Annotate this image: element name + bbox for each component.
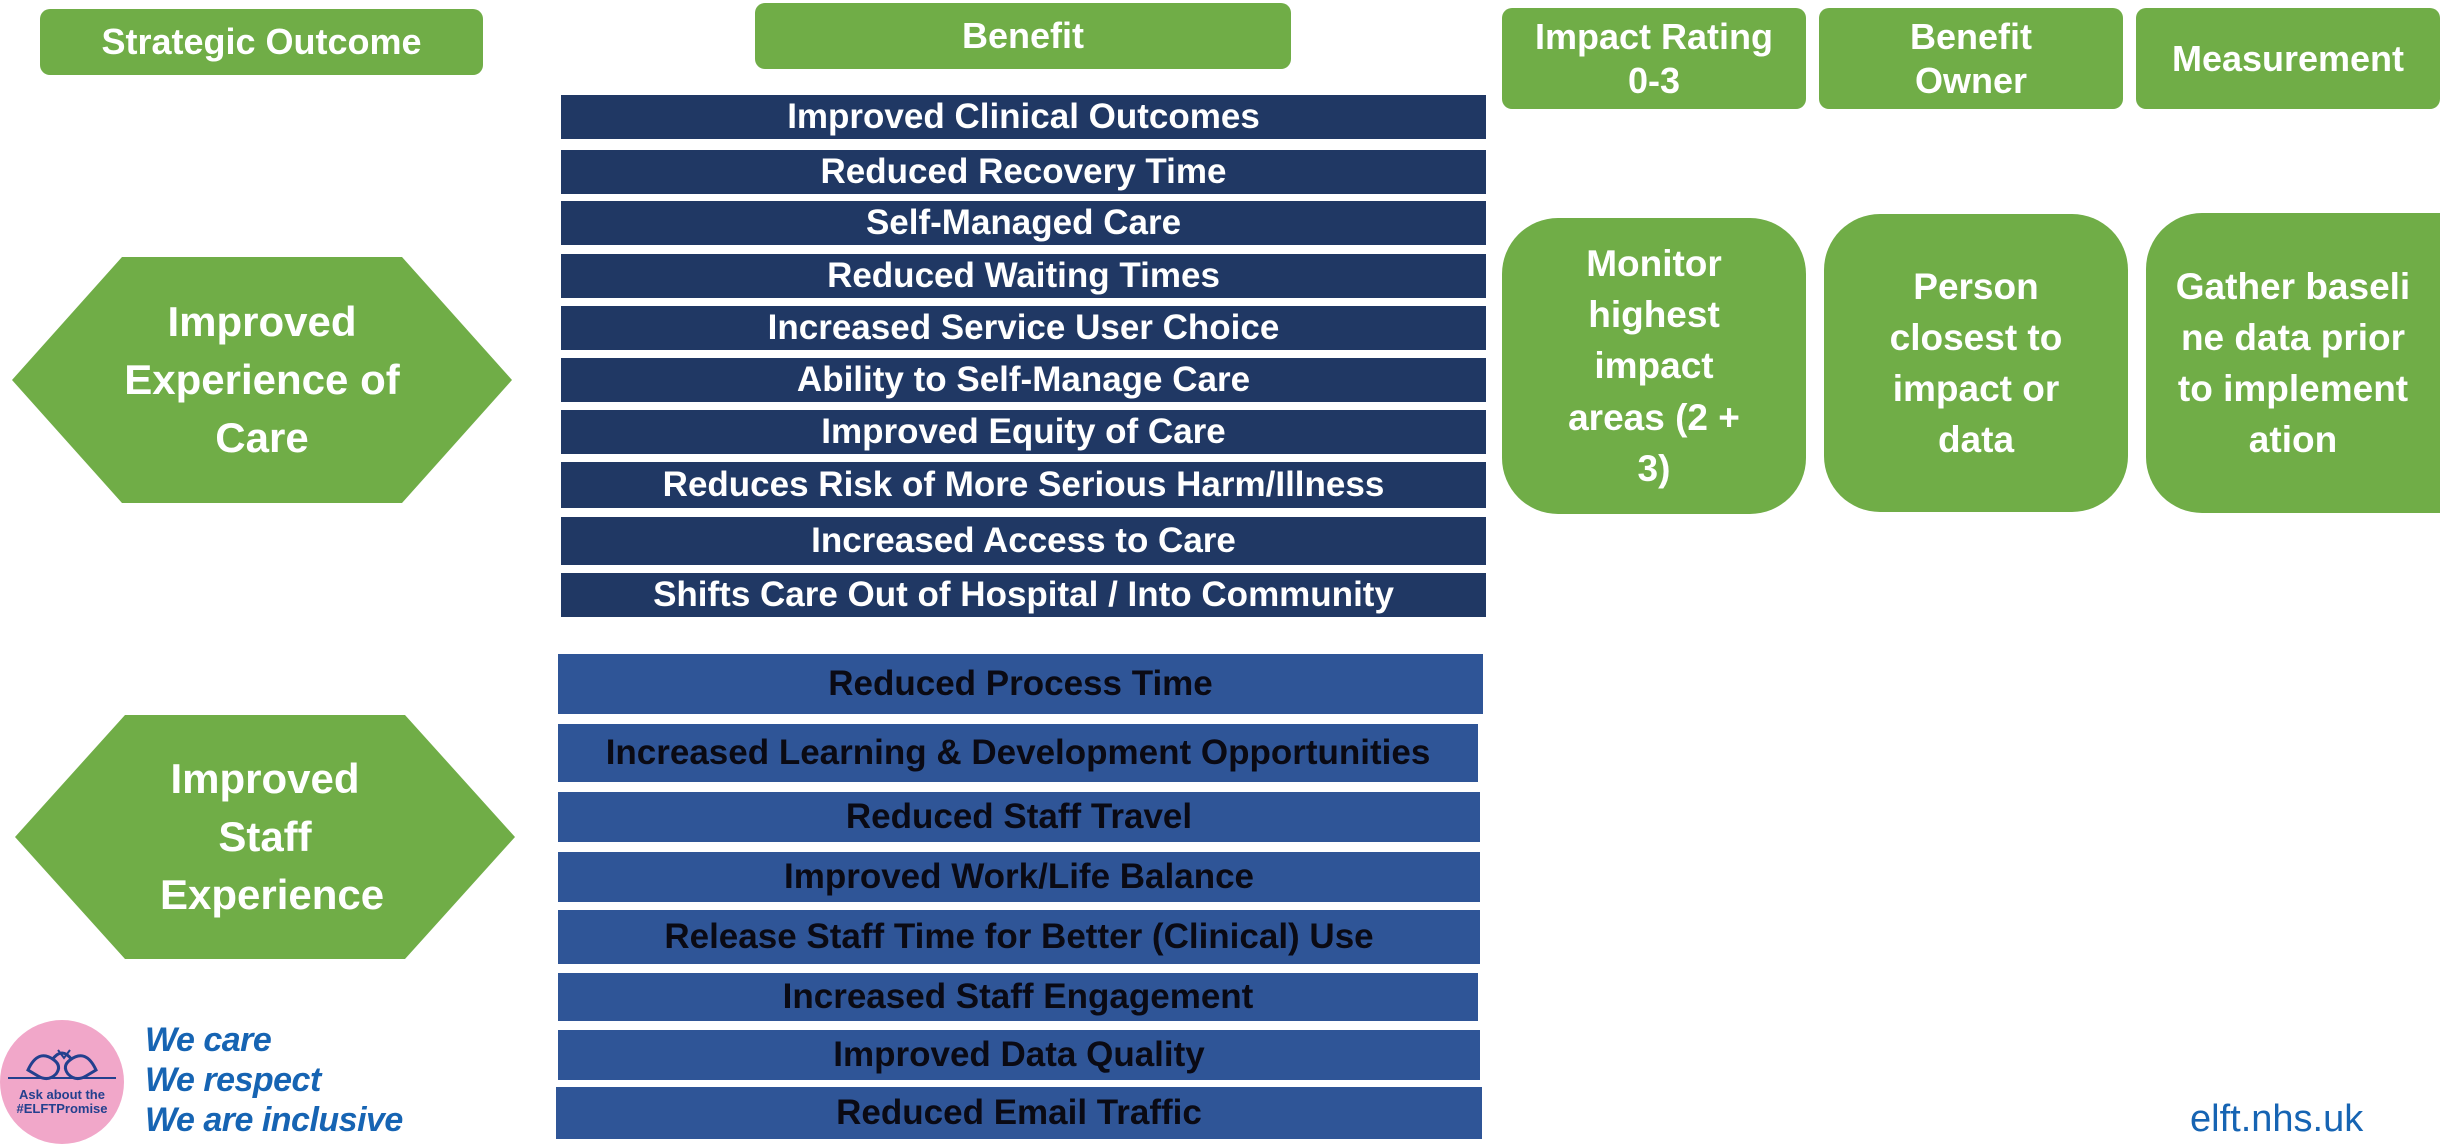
benefit-item: Reduced Recovery Time <box>561 150 1486 194</box>
benefit-item: Improved Clinical Outcomes <box>561 95 1486 139</box>
header-impact-rating: Impact Rating 0-3 <box>1502 8 1806 109</box>
value-line: We respect <box>145 1061 321 1099</box>
benefit-item: Increased Staff Engagement <box>558 973 1478 1021</box>
header-benefit-owner: Benefit Owner <box>1819 8 2123 109</box>
benefit-item: Shifts Care Out of Hospital / Into Commu… <box>561 573 1486 617</box>
measurement-guidance: Gather baseline data prior to implementa… <box>2146 213 2440 513</box>
header-measurement: Measurement <box>2136 8 2440 109</box>
benefit-item: Ability to Self-Manage Care <box>561 358 1486 402</box>
benefit-item: Reduces Risk of More Serious Harm/Illnes… <box>561 462 1486 508</box>
benefit-item: Increased Service User Choice <box>561 306 1486 350</box>
benefit-item: Reduced Staff Travel <box>558 792 1480 842</box>
pinky-promise-icon <box>8 1049 116 1081</box>
value-line: We are inclusive <box>145 1101 403 1139</box>
header-strategic-outcome: Strategic Outcome <box>40 9 483 75</box>
logo-caption: Ask about the #ELFTPromise <box>16 1087 108 1117</box>
elft-promise-logo <box>0 1020 124 1144</box>
benefit-item: Reduced Email Traffic <box>556 1087 1482 1139</box>
header-benefit: Benefit <box>755 3 1291 69</box>
benefit-item: Reduced Process Time <box>558 654 1483 714</box>
benefit-item: Increased Access to Care <box>561 517 1486 565</box>
benefit-item: Improved Data Quality <box>558 1030 1480 1080</box>
outcome-staff-experience: Improved Staff Experience <box>15 715 515 959</box>
benefit-owner-guidance: Person closest to impact or data <box>1824 214 2128 512</box>
values-list: We care We respect We are inclusive <box>145 1020 403 1140</box>
outcome-experience-of-care: Improved Experience of Care <box>12 257 512 503</box>
benefit-item: Increased Learning & Development Opportu… <box>558 724 1478 782</box>
benefit-item: Reduced Waiting Times <box>561 254 1486 298</box>
benefit-item: Improved Work/Life Balance <box>558 852 1480 902</box>
benefit-item: Self-Managed Care <box>561 201 1486 245</box>
website-url: elft.nhs.uk <box>2190 1098 2364 1140</box>
benefit-item: Improved Equity of Care <box>561 410 1486 454</box>
benefit-item: Release Staff Time for Better (Clinical)… <box>558 910 1480 964</box>
impact-rating-guidance: Monitor highest impact areas (2 + 3) <box>1502 218 1806 514</box>
value-line: We care <box>145 1021 272 1059</box>
